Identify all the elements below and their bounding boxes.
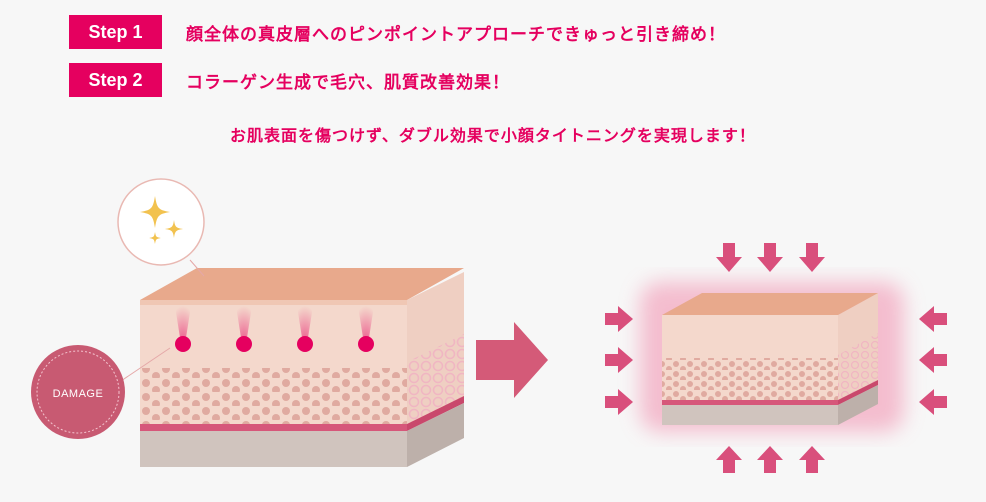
sparkle-callout bbox=[117, 178, 205, 277]
arrow-left-icon bbox=[919, 389, 947, 415]
arrow-down-icon bbox=[757, 243, 783, 272]
arrow-up-icon bbox=[757, 446, 783, 473]
arrow-right-icon bbox=[605, 306, 633, 332]
step-1-text: 顔全体の真皮層へのピンポイントアプローチできゅっと引き締め！ bbox=[186, 24, 726, 45]
transition-arrow-icon bbox=[476, 322, 548, 398]
step-2-badge: Step 2 bbox=[69, 63, 162, 97]
step-1: Step 1 顔全体の真皮層へのピンポイントアプローチできゅっと引き締め！ bbox=[69, 15, 726, 49]
arrow-down-icon bbox=[716, 243, 742, 272]
skin-block-before bbox=[140, 268, 464, 467]
arrow-down-icon bbox=[799, 243, 825, 272]
arrow-up-icon bbox=[716, 446, 742, 473]
arrow-left-icon bbox=[919, 347, 947, 373]
skin-block-after bbox=[640, 282, 904, 432]
arrow-left-icon bbox=[919, 306, 947, 332]
arrow-up-icon bbox=[799, 446, 825, 473]
compression-arrows bbox=[605, 243, 947, 473]
arrow-right-icon bbox=[605, 347, 633, 373]
laser-points bbox=[175, 306, 374, 352]
step-2-text: コラーゲン生成で毛穴、肌質改善効果！ bbox=[186, 72, 510, 93]
step-1-badge: Step 1 bbox=[69, 15, 162, 49]
arrow-right-icon bbox=[605, 389, 633, 415]
damage-label: DAMAGE bbox=[53, 388, 104, 400]
damage-badge: DAMAGE bbox=[31, 345, 171, 439]
sparkle-icon bbox=[140, 196, 183, 244]
step-2: Step 2 コラーゲン生成で毛穴、肌質改善効果！ bbox=[69, 63, 510, 97]
tagline: お肌表面を傷つけず、ダブル効果で小顔タイトニングを実現します！ bbox=[230, 126, 756, 145]
